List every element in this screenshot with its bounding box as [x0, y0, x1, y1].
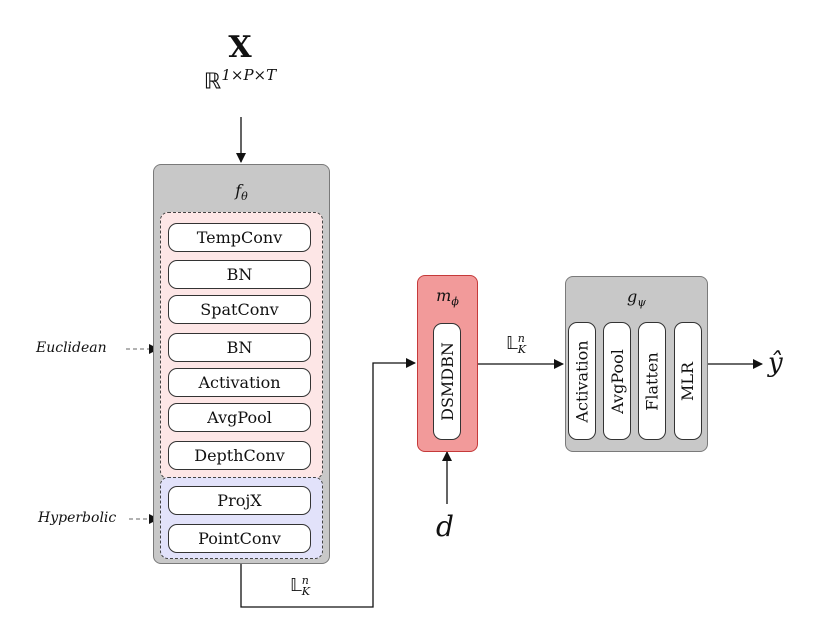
edge-label-m-out-symbol: 𝕃: [506, 333, 518, 354]
layer-g-activation: Activation: [568, 322, 596, 440]
euclidean-label: Euclidean: [36, 340, 107, 356]
layer-bn-2: BN: [168, 333, 311, 362]
hyperbolic-label: Hyperbolic: [38, 510, 117, 526]
edge-label-m-out-sub: K: [517, 343, 527, 356]
output-symbol: ŷ: [768, 348, 783, 378]
layer-tempconv: TempConv: [168, 223, 311, 252]
edge-label-f-out-symbol: 𝕃: [290, 575, 302, 596]
domain-input: d: [436, 510, 454, 543]
g-title-sub: ψ: [637, 296, 646, 310]
f-title-sub: θ: [241, 190, 248, 204]
layer-g-flatten: Flatten: [638, 322, 666, 440]
layer-dsmdbn: DSMDBN: [433, 323, 461, 440]
input-space-symbol: ℝ: [203, 69, 222, 95]
input-symbol: X: [228, 30, 252, 65]
f-to-m-arrow: [240, 358, 416, 608]
layer-dsmdbn-label: DSMDBN: [437, 342, 457, 421]
layer-bn-1: BN: [168, 260, 311, 289]
f-title-main: f: [235, 181, 242, 200]
layer-g-flatten-label: Flatten: [642, 351, 662, 411]
m-title-main: m: [436, 286, 452, 305]
input-space: ℝ1×P×T: [170, 66, 310, 94]
f-block-title: fθ: [154, 181, 329, 203]
g-block-title: gψ: [566, 287, 707, 309]
input-space-exponent: 1×P×T: [221, 66, 277, 84]
layer-activation: Activation: [168, 368, 311, 397]
layer-g-avgpool: AvgPool: [603, 322, 631, 440]
layer-g-mlr-label: MLR: [678, 361, 698, 401]
layer-avgpool: AvgPool: [168, 403, 311, 432]
layer-projx: ProjX: [168, 486, 311, 515]
edge-label-m-out-sup: n: [517, 332, 525, 345]
layer-g-activation-label: Activation: [572, 339, 592, 423]
edge-label-f-out-sup: n: [301, 574, 309, 587]
m-title-sub: ϕ: [451, 295, 459, 309]
g-title-main: g: [627, 287, 638, 306]
layer-depthconv: DepthConv: [168, 441, 311, 470]
m-block-title: mϕ: [418, 286, 477, 308]
edge-label-f-out-sub: K: [301, 585, 311, 598]
layer-g-avgpool-label: AvgPool: [607, 348, 627, 414]
layer-spatconv: SpatConv: [168, 295, 311, 324]
layer-pointconv: PointConv: [168, 524, 311, 553]
layer-g-mlr: MLR: [674, 322, 702, 440]
